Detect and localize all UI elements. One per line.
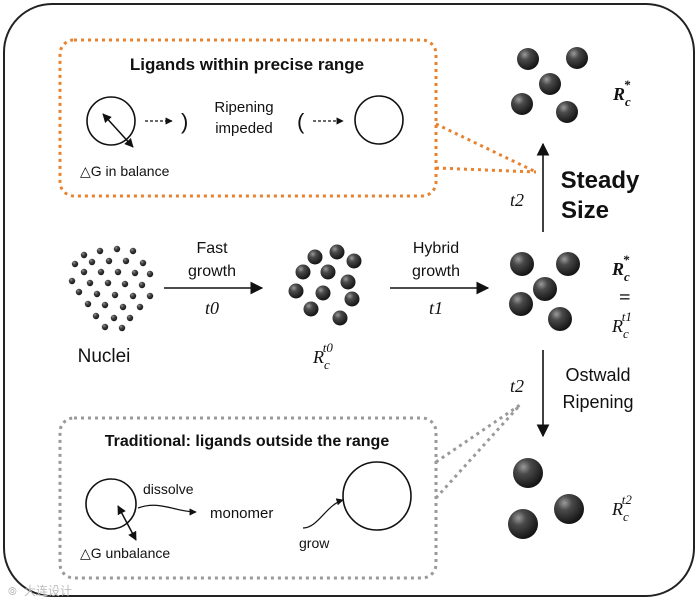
- ostwald-time: t2: [510, 376, 524, 396]
- fast-growth-time: t0: [205, 298, 219, 318]
- rc-t0-sup: t0: [323, 340, 334, 355]
- rc-equals-sign: II: [617, 293, 633, 301]
- rc-star-base: R: [612, 84, 625, 104]
- grow-label: grow: [299, 535, 330, 551]
- ripening-impeded-line2: impeded: [215, 120, 273, 137]
- bottom-callout: Traditional: ligands outside the range d…: [58, 403, 522, 580]
- top-callout-connector: [435, 122, 537, 174]
- watermark: ⦾ 大连设计: [8, 583, 72, 598]
- bottom-small-particle: [85, 478, 137, 530]
- watermark-text: 大连设计: [24, 583, 72, 598]
- rc-star-label: Rc *: [612, 77, 631, 109]
- rc-t2-sup: t2: [622, 492, 633, 507]
- ostwald-line1: Ostwald: [565, 365, 630, 385]
- hybrid-particle-cluster: [509, 252, 580, 331]
- svg-text:Rct1: Rc t1: [611, 309, 632, 341]
- top-callout: Ligands within precise range ) Ripening …: [58, 38, 537, 198]
- watermark-icon: ⦾: [8, 586, 17, 598]
- rc-t2-sub: c: [623, 509, 629, 524]
- steady-size-line2: Size: [561, 197, 609, 224]
- steady-time: t2: [510, 190, 524, 210]
- svg-text:Rc*: Rc *: [611, 252, 630, 284]
- rc-t1-base: R: [611, 316, 623, 336]
- unbalance-note: △G unbalance: [80, 545, 170, 561]
- bottom-large-particle: [342, 461, 412, 531]
- grow-arrow: [302, 498, 344, 529]
- dissolve-label: dissolve: [143, 481, 194, 497]
- rc-t1-sub: c: [623, 326, 629, 341]
- top-callout-title: Ligands within precise range: [130, 55, 364, 74]
- bottom-callout-connector: [435, 403, 521, 464]
- top-large-particle: [354, 95, 404, 145]
- ripened-particle-cluster: [508, 458, 584, 539]
- rc-mid-sup: *: [623, 252, 630, 267]
- ostwald-line2: Ripening: [562, 392, 633, 412]
- steady-particle-cluster: [511, 47, 588, 123]
- fast-growth-line1: Fast: [196, 240, 228, 257]
- rc-t0-base: R: [312, 347, 324, 367]
- rc-star-sup: *: [624, 77, 631, 92]
- hybrid-growth-time: t1: [429, 298, 443, 318]
- monomer-label: monomer: [210, 505, 273, 522]
- svg-text:Rct2: Rc t2: [611, 492, 632, 524]
- rc-t2-base: R: [611, 499, 623, 519]
- rc-t0-sub: c: [324, 357, 330, 372]
- svg-text:Rc*: Rc *: [612, 77, 631, 109]
- bottom-callout-title: Traditional: ligands outside the range: [105, 433, 390, 450]
- rc-star-equals-rc-t1: Rc * II Rc t1: [611, 252, 633, 341]
- svg-text:Rct0: Rc t0: [312, 340, 333, 372]
- top-double-arrow: [102, 113, 134, 148]
- top-callout-box: [58, 38, 438, 198]
- fast-growth-line2: growth: [188, 263, 236, 280]
- rc-mid-base: R: [611, 259, 624, 279]
- dissolve-arrow: [137, 504, 197, 516]
- hybrid-growth-line2: growth: [412, 263, 460, 280]
- top-callout-connector-lower: [435, 166, 537, 174]
- nuclei-cluster: [68, 245, 154, 332]
- nuclei-label: Nuclei: [78, 346, 131, 367]
- ripening-impeded-line1: Ripening: [214, 99, 273, 116]
- balance-note: △G in balance: [80, 163, 170, 179]
- rc-star-sub: c: [625, 94, 631, 109]
- rc-t1-sup: t1: [622, 309, 632, 324]
- top-paren-right: (: [297, 109, 305, 134]
- bottom-double-arrow: [117, 505, 137, 541]
- rc-t2-label: Rc t2: [611, 492, 632, 524]
- rc-mid-sub: c: [624, 269, 630, 284]
- hybrid-growth-line1: Hybrid: [413, 240, 459, 257]
- top-paren-left: ): [181, 109, 188, 134]
- medium-particle-cluster: [288, 244, 362, 326]
- rc-t0-label: Rc t0: [312, 340, 333, 372]
- steady-size-line1: Steady: [561, 167, 640, 194]
